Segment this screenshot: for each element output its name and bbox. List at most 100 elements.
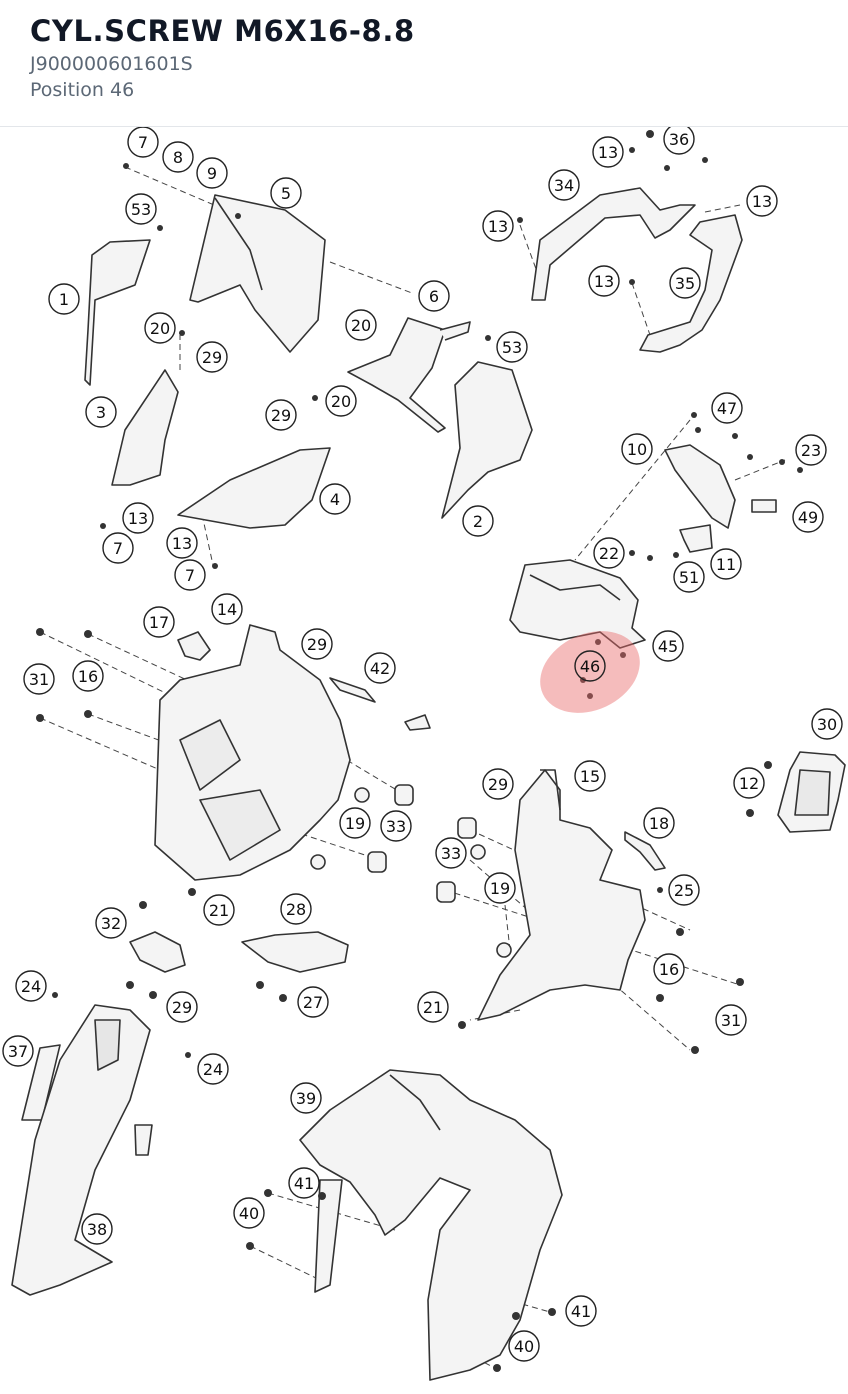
callout-label: 41 <box>571 1302 591 1321</box>
callout-label: 13 <box>594 272 614 291</box>
callout-label: 3 <box>96 403 106 422</box>
callout-5[interactable]: 5 <box>270 177 302 209</box>
callout-32[interactable]: 32 <box>95 907 127 939</box>
callout-29[interactable]: 29 <box>482 768 514 800</box>
callout-1[interactable]: 1 <box>48 283 80 315</box>
callout-42[interactable]: 42 <box>364 652 396 684</box>
callout-29[interactable]: 29 <box>196 341 228 373</box>
callout-19[interactable]: 19 <box>484 872 516 904</box>
callout-30[interactable]: 30 <box>811 708 843 740</box>
callout-35[interactable]: 35 <box>669 267 701 299</box>
callout-15[interactable]: 15 <box>574 760 606 792</box>
callout-31[interactable]: 31 <box>715 1004 747 1036</box>
callout-39[interactable]: 39 <box>290 1082 322 1114</box>
callout-18[interactable]: 18 <box>643 807 675 839</box>
callout-label: 32 <box>101 914 121 933</box>
callout-label: 14 <box>217 600 237 619</box>
callout-label: 53 <box>502 338 522 357</box>
parts-drawing <box>11 130 846 1381</box>
callout-47[interactable]: 47 <box>711 392 743 424</box>
callout-4[interactable]: 4 <box>319 483 351 515</box>
callout-41[interactable]: 41 <box>565 1295 597 1327</box>
callout-19[interactable]: 19 <box>339 807 371 839</box>
callout-38[interactable]: 38 <box>81 1213 113 1245</box>
callout-13[interactable]: 13 <box>588 265 620 297</box>
callout-label: 20 <box>150 319 170 338</box>
callout-7[interactable]: 7 <box>174 559 206 591</box>
callout-label: 35 <box>675 274 695 293</box>
callout-34[interactable]: 34 <box>548 169 580 201</box>
callout-49[interactable]: 49 <box>792 501 824 533</box>
callout-29[interactable]: 29 <box>301 628 333 660</box>
callout-label: 46 <box>580 657 600 676</box>
callout-9[interactable]: 9 <box>196 157 228 189</box>
callout-11[interactable]: 11 <box>710 548 742 580</box>
callout-29[interactable]: 29 <box>166 991 198 1023</box>
callout-label: 7 <box>113 539 123 558</box>
callout-8[interactable]: 8 <box>162 141 194 173</box>
callout-41[interactable]: 41 <box>288 1167 320 1199</box>
callout-33[interactable]: 33 <box>380 810 412 842</box>
callout-13[interactable]: 13 <box>592 136 624 168</box>
callout-23[interactable]: 23 <box>795 434 827 466</box>
callout-label: 23 <box>801 441 821 460</box>
callout-21[interactable]: 21 <box>203 894 235 926</box>
callout-selected-46[interactable]: 46 <box>574 650 606 682</box>
callout-13[interactable]: 13 <box>746 185 778 217</box>
callout-3[interactable]: 3 <box>85 396 117 428</box>
callout-45[interactable]: 45 <box>652 630 684 662</box>
callout-label: 39 <box>296 1089 316 1108</box>
part-position: Position 46 <box>30 79 135 101</box>
callout-7[interactable]: 7 <box>127 126 159 158</box>
callout-25[interactable]: 25 <box>668 874 700 906</box>
callout-20[interactable]: 20 <box>325 385 357 417</box>
callout-53[interactable]: 53 <box>496 331 528 363</box>
callout-21[interactable]: 21 <box>417 991 449 1023</box>
callout-10[interactable]: 10 <box>621 433 653 465</box>
callout-40[interactable]: 40 <box>508 1330 540 1362</box>
callout-12[interactable]: 12 <box>733 767 765 799</box>
callout-2[interactable]: 2 <box>462 505 494 537</box>
callout-24[interactable]: 24 <box>15 970 47 1002</box>
callout-51[interactable]: 51 <box>673 561 705 593</box>
callout-22[interactable]: 22 <box>593 537 625 569</box>
callout-33[interactable]: 33 <box>435 837 467 869</box>
callout-27[interactable]: 27 <box>297 986 329 1018</box>
callout-label: 38 <box>87 1220 107 1239</box>
callout-28[interactable]: 28 <box>280 893 312 925</box>
callout-label: 29 <box>172 998 192 1017</box>
callout-label: 31 <box>29 670 49 689</box>
callout-13[interactable]: 13 <box>166 527 198 559</box>
callout-20[interactable]: 20 <box>144 312 176 344</box>
callout-label: 12 <box>739 774 759 793</box>
callout-16[interactable]: 16 <box>653 953 685 985</box>
callout-6[interactable]: 6 <box>418 280 450 312</box>
callout-16[interactable]: 16 <box>72 660 104 692</box>
callout-label: 2 <box>473 512 483 531</box>
callout-label: 40 <box>514 1337 534 1356</box>
callout-29[interactable]: 29 <box>265 399 297 431</box>
callout-13[interactable]: 13 <box>122 502 154 534</box>
callout-14[interactable]: 14 <box>211 593 243 625</box>
callout-label: 11 <box>716 555 736 574</box>
callout-label: 31 <box>721 1011 741 1030</box>
callout-37[interactable]: 37 <box>2 1035 34 1067</box>
callout-7[interactable]: 7 <box>102 532 134 564</box>
callout-label: 47 <box>717 399 737 418</box>
callout-label: 9 <box>207 164 217 183</box>
callout-label: 29 <box>307 635 327 654</box>
callout-13[interactable]: 13 <box>482 210 514 242</box>
callout-17[interactable]: 17 <box>143 606 175 638</box>
callout-24[interactable]: 24 <box>197 1053 229 1085</box>
callout-36[interactable]: 36 <box>663 123 695 155</box>
callout-31[interactable]: 31 <box>23 663 55 695</box>
callout-20[interactable]: 20 <box>345 309 377 341</box>
callout-label: 40 <box>239 1204 259 1223</box>
callout-label: 29 <box>488 775 508 794</box>
callout-label: 28 <box>286 900 306 919</box>
callout-40[interactable]: 40 <box>233 1197 265 1229</box>
callout-label: 19 <box>345 814 365 833</box>
callout-53[interactable]: 53 <box>125 193 157 225</box>
callout-label: 24 <box>203 1060 223 1079</box>
